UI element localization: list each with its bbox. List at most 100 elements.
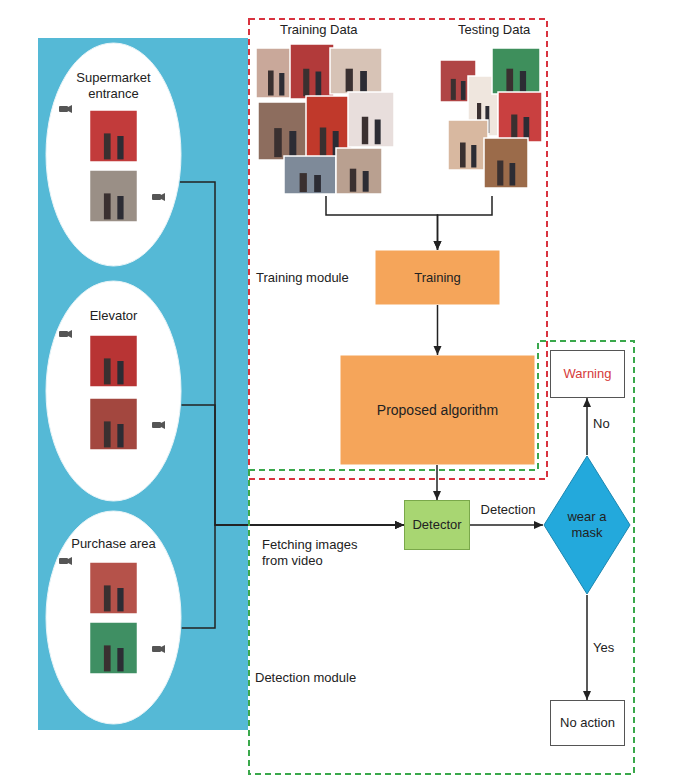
region-outline xyxy=(249,341,634,774)
photo-figure xyxy=(497,161,503,186)
connector-arrow xyxy=(586,398,588,455)
photo-figure xyxy=(289,131,296,157)
photo-figure xyxy=(104,645,111,671)
photo-figure xyxy=(350,169,356,192)
process-box: Proposed algorithm xyxy=(340,355,535,465)
region-label: Training module xyxy=(256,270,376,286)
photo-figure xyxy=(117,361,123,384)
process-box: Training xyxy=(375,250,500,305)
photo-figure xyxy=(117,588,123,611)
node-label: Warning xyxy=(564,366,612,382)
scene-circle: Supermarket entrance xyxy=(45,42,182,267)
camera-icon xyxy=(152,422,161,428)
photo-figure xyxy=(471,145,476,168)
camera-icon xyxy=(161,645,165,653)
camera-icon xyxy=(59,558,68,564)
photo-figure xyxy=(511,115,517,140)
photo-figure xyxy=(363,171,369,192)
edge-label: No xyxy=(593,416,623,432)
region-label: Training Data xyxy=(280,22,392,38)
node-shape xyxy=(256,20,396,196)
region-label: Elevator xyxy=(55,308,172,324)
photo-figure xyxy=(460,143,466,168)
photo-figure xyxy=(451,79,456,100)
connector-arrow xyxy=(438,196,493,250)
photo xyxy=(330,48,382,94)
photo-figure xyxy=(461,81,466,100)
diamond-outline xyxy=(544,456,630,594)
photo xyxy=(290,44,334,99)
circle-outline xyxy=(46,43,181,266)
node-label: No action xyxy=(560,715,615,731)
photo xyxy=(448,120,488,170)
region-label: Testing Data xyxy=(458,22,544,38)
region-label: Detection module xyxy=(255,670,395,686)
node-label: Detector xyxy=(412,517,461,533)
node-label: wear a mask xyxy=(563,509,611,541)
edge-label: Detection xyxy=(474,502,542,518)
photo-figure xyxy=(316,72,322,97)
photo xyxy=(90,562,138,614)
connector-arrow xyxy=(436,465,438,500)
photo-figure xyxy=(279,73,284,96)
photo-figure xyxy=(104,133,111,159)
scene-circle: Purchase area xyxy=(45,510,182,725)
photo xyxy=(90,110,138,162)
camera-icon xyxy=(59,106,68,112)
edge-label: Yes xyxy=(593,640,623,656)
photo-figure xyxy=(104,585,111,611)
camera-icon xyxy=(161,421,165,429)
photo xyxy=(284,156,336,194)
connector-arrow xyxy=(182,525,404,628)
connector-arrow xyxy=(437,305,439,355)
photo-figure xyxy=(117,424,123,447)
connector-arrow xyxy=(326,196,438,250)
box-outline xyxy=(341,356,535,465)
connector-arrow xyxy=(586,595,588,700)
decision-diamond: wear a mask xyxy=(543,455,631,595)
photo-figure xyxy=(268,71,274,96)
box-outline xyxy=(551,701,625,746)
photo xyxy=(90,335,138,387)
photo-figure xyxy=(362,117,368,145)
photo-figure xyxy=(524,117,530,140)
scene-circle: Elevator xyxy=(45,280,182,502)
output-box: No action xyxy=(550,700,625,746)
photo xyxy=(498,92,542,142)
photo-figure xyxy=(104,193,111,219)
photo xyxy=(90,398,138,450)
photo xyxy=(336,148,382,194)
box-outline xyxy=(376,251,500,305)
photo xyxy=(484,138,528,188)
photo xyxy=(258,102,312,160)
camera-icon xyxy=(59,331,68,337)
photo-figure xyxy=(117,196,123,219)
photo xyxy=(492,48,540,94)
camera-icon xyxy=(152,194,161,200)
photo xyxy=(90,622,138,674)
photo-figure xyxy=(274,128,282,157)
photo xyxy=(348,92,394,147)
output-box: Warning xyxy=(550,350,625,398)
photo-figure xyxy=(104,421,111,447)
camera-icon xyxy=(161,193,165,201)
process-box: Detector xyxy=(404,500,470,550)
data-collage: Training Data xyxy=(256,20,396,196)
circle-outline xyxy=(46,281,181,501)
camera-icon xyxy=(68,105,72,113)
box-outline xyxy=(551,351,625,398)
connector-arrow xyxy=(180,182,404,525)
region-label: Purchase area xyxy=(55,536,172,552)
node-label: Proposed algorithm xyxy=(377,402,498,418)
photo-figure xyxy=(510,163,516,186)
photo-figure xyxy=(104,358,111,384)
camera-icon xyxy=(68,330,72,338)
photo-figure xyxy=(300,173,307,192)
camera-icon xyxy=(68,557,72,565)
node-label: Training xyxy=(414,270,460,286)
photo-figure xyxy=(117,648,123,671)
camera-icon xyxy=(152,646,161,652)
photo-figure xyxy=(303,69,309,97)
photo-figure xyxy=(520,71,526,92)
connector-arrow xyxy=(470,524,543,526)
